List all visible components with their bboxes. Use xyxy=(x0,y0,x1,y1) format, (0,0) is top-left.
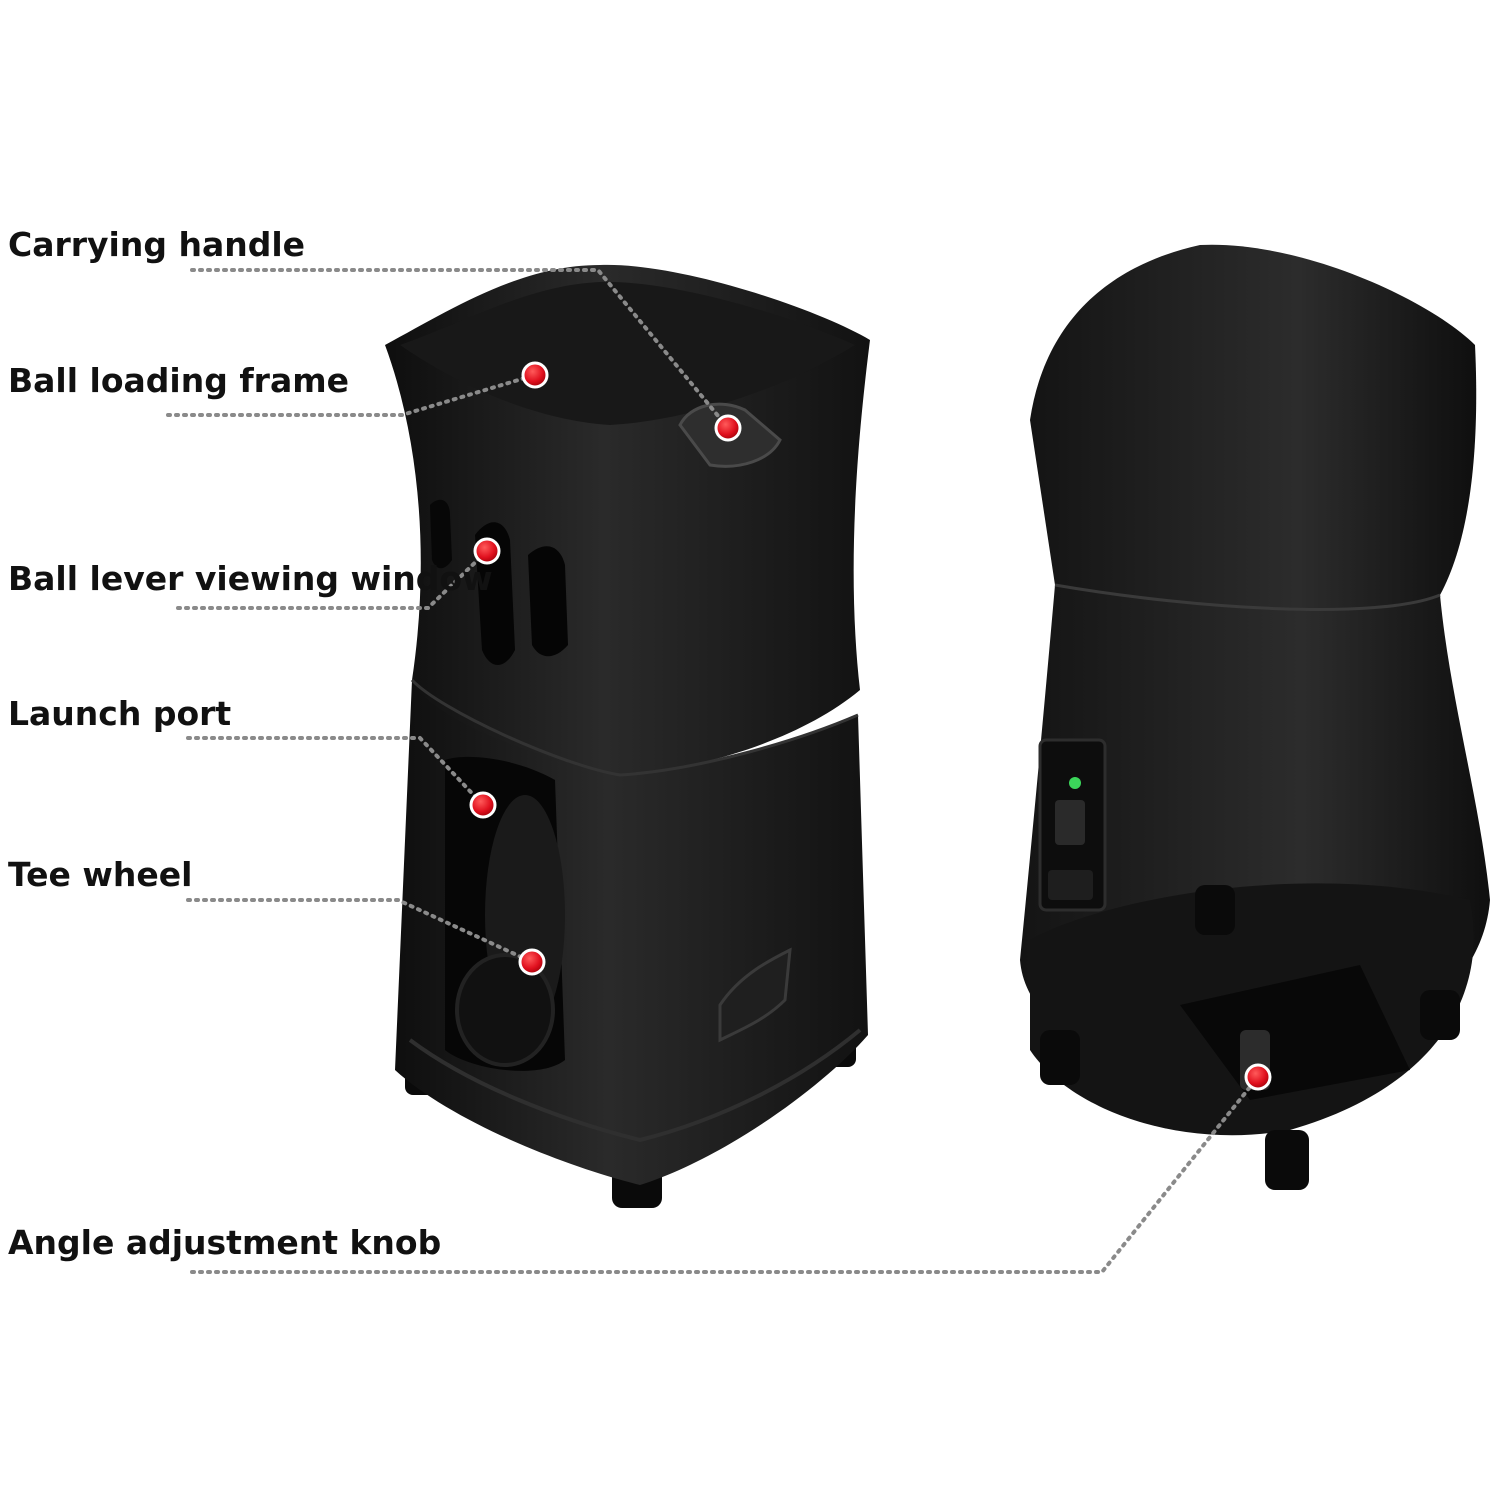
marker-dot xyxy=(469,791,497,819)
left-window xyxy=(528,546,568,657)
label-ball-loading-frame: Ball loading frame xyxy=(8,361,349,400)
right-foot xyxy=(1265,1130,1309,1190)
left-seam xyxy=(410,678,859,777)
label-angle-adjustment-knob: Angle adjustment knob xyxy=(8,1223,442,1262)
right-indicator-led xyxy=(1069,777,1081,789)
label-carrying-handle: Carrying handle xyxy=(8,225,306,264)
marker-dot xyxy=(521,361,549,389)
marker-dot xyxy=(518,948,546,976)
marker-dot xyxy=(473,537,501,565)
label-launch-port: Launch port xyxy=(8,694,232,733)
label-ball-lever-viewing-window: Ball lever viewing window xyxy=(8,559,493,598)
leader-ball-loading-frame xyxy=(166,373,537,417)
right-upper-body xyxy=(1030,244,1477,610)
leader-carrying-handle xyxy=(190,268,730,430)
right-machine xyxy=(1020,244,1490,1190)
leader-launch-port xyxy=(186,736,485,807)
left-hopper-opening xyxy=(400,281,855,425)
leader-lines xyxy=(166,268,1260,1274)
left-machine xyxy=(385,264,870,1208)
leader-tee-wheel xyxy=(186,898,534,964)
left-side-grip xyxy=(718,947,792,1043)
marker-dot xyxy=(714,414,742,442)
right-seam xyxy=(1054,583,1441,611)
right-foot xyxy=(1420,990,1460,1040)
markers xyxy=(469,361,1272,1091)
leader-angle-adjustment-knob xyxy=(190,1075,1260,1274)
right-power-switch xyxy=(1055,800,1085,845)
right-knob-cavity xyxy=(1180,965,1410,1100)
right-foot xyxy=(1195,885,1235,935)
marker-dot xyxy=(1244,1063,1272,1091)
leader-ball-lever-viewing-window xyxy=(176,549,489,610)
right-socket xyxy=(1048,870,1093,900)
label-tee-wheel: Tee wheel xyxy=(8,855,193,894)
left-tee-wheel-rim xyxy=(455,953,555,1067)
left-bottom-trim xyxy=(408,1028,862,1143)
right-foot xyxy=(1040,1030,1080,1085)
left-window xyxy=(430,499,452,569)
